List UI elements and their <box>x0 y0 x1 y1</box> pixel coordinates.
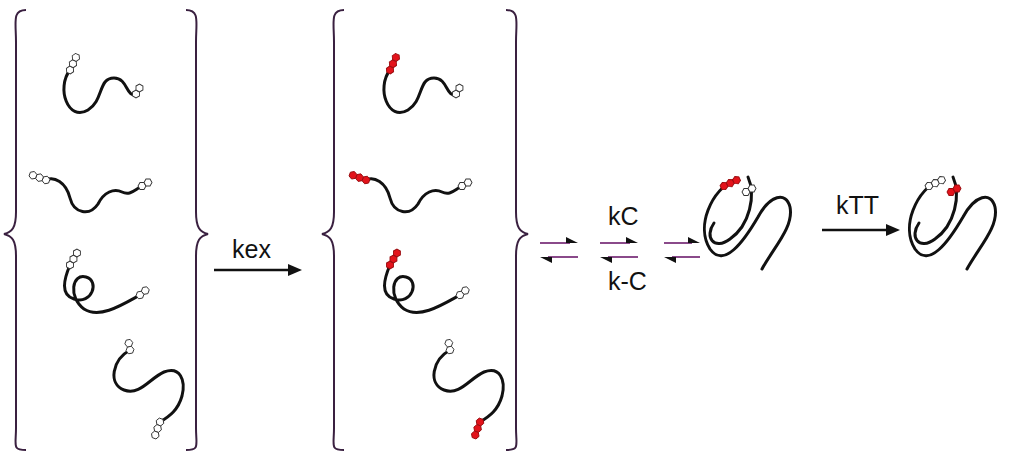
excited-chains <box>348 53 503 440</box>
left-brace <box>4 10 26 450</box>
contact-chain <box>704 175 790 269</box>
transferred-chain <box>909 175 995 269</box>
right-brace <box>506 10 528 450</box>
right-brace <box>186 10 208 450</box>
unexcited-chains <box>28 53 183 440</box>
excitation-arrow <box>214 264 302 276</box>
rate-constant: kex <box>230 236 273 263</box>
equilibrium-arrows <box>540 237 700 263</box>
rate-constant: kTT <box>834 192 881 219</box>
left-brace <box>322 10 344 450</box>
rate-constant: k-C <box>606 268 649 295</box>
transfer-arrow <box>822 224 900 236</box>
rate-constant: kC <box>606 203 641 230</box>
